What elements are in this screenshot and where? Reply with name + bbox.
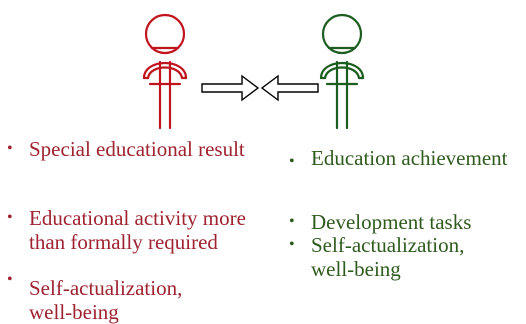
bullet-dot-icon: • — [7, 209, 13, 226]
left-list-item-3: • Self-actualization, well-being — [7, 271, 199, 324]
right-list-item-1-text: Education achievement — [311, 146, 508, 170]
left-list-item-1-text: Special educational result — [29, 137, 245, 161]
right-list-item-2-text: Development tasks — [311, 210, 472, 234]
left-list-item-2: • Educational activity more than formall… — [7, 206, 274, 254]
right-list-item-3: • Self-actualization, well-being — [289, 233, 481, 281]
bullet-dot-icon: • — [289, 236, 295, 253]
left-list-item-3-text: Self-actualization, well-being — [29, 276, 183, 324]
bullet-dot-icon: • — [7, 271, 13, 288]
arrow-right-icon — [201, 74, 260, 102]
left-list-item-2-text: Educational activity more than formally … — [29, 206, 246, 254]
bullet-dot-icon: • — [289, 213, 295, 230]
right-list-item-2: • Development tasks — [289, 210, 521, 234]
bullet-dot-icon: • — [7, 140, 13, 157]
right-list-item-3-text: Self-actualization, well-being — [311, 233, 465, 281]
left-person-icon — [142, 13, 188, 130]
arrow-left-icon — [260, 74, 319, 102]
right-list-item-1: • Education achievement — [289, 146, 526, 170]
left-list-item-1: • Special educational result — [7, 137, 249, 161]
bullet-dot-icon: • — [289, 153, 295, 170]
right-person-icon — [319, 13, 365, 130]
